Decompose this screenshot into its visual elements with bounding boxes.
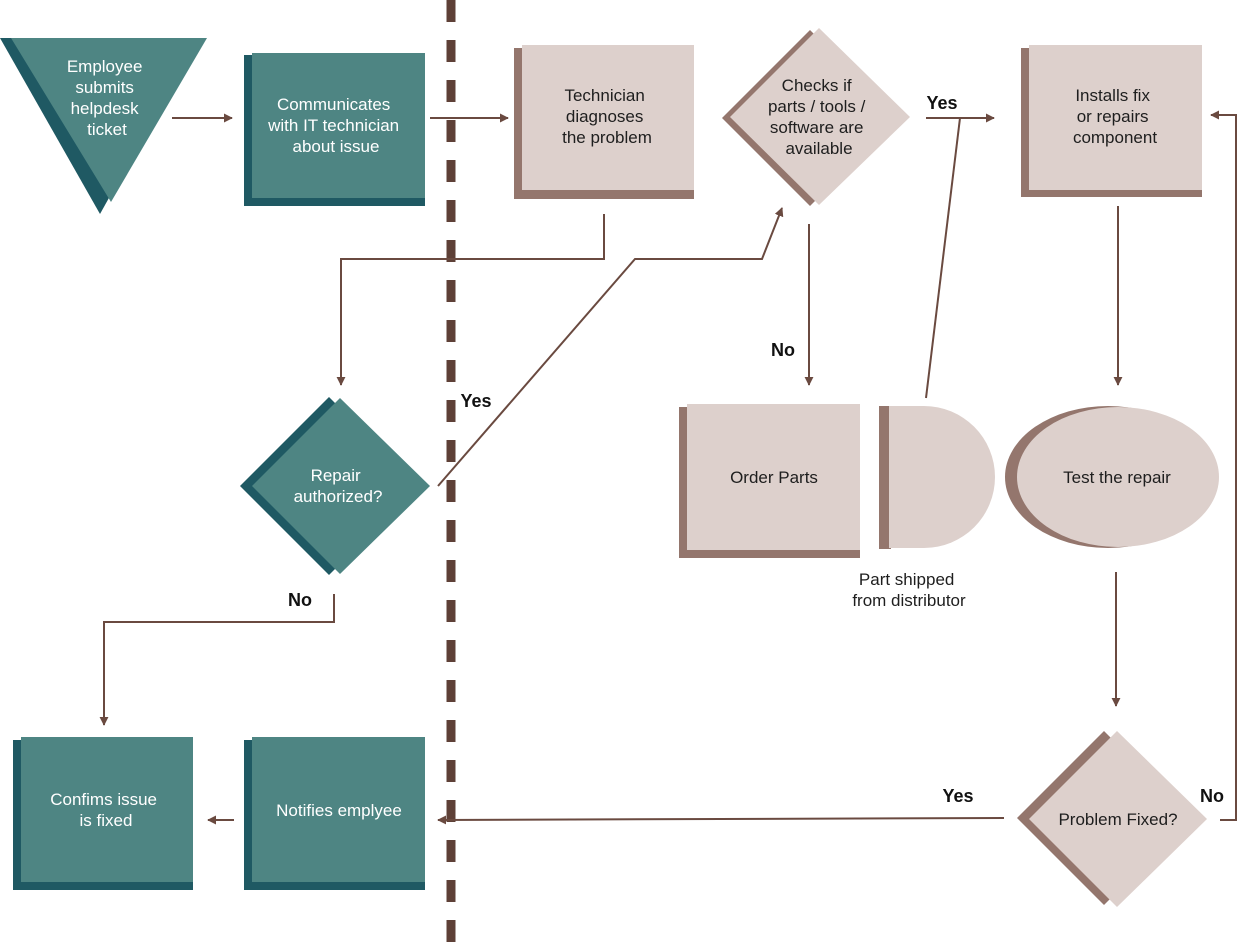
check-parts-node: Checks if parts / tools / software are a… <box>722 28 910 206</box>
arrow-shipped-to-install <box>925 117 961 399</box>
arrow-diagnose-to-authorized <box>336 214 605 386</box>
notify-employee-label: Notifies emplyee <box>276 801 402 820</box>
arrow-authorized-yes-to-check <box>437 207 784 487</box>
install-fix-label: Installs fix or repairs component <box>1073 86 1157 147</box>
delay-shape <box>889 406 995 548</box>
install-fix-node: Installs fix or repairs component <box>1021 45 1202 197</box>
edge-label-yes-fixed: Yes <box>942 786 973 806</box>
communicate-label: Communicates with IT technician about is… <box>267 95 404 156</box>
problem-fixed-label: Problem Fixed? <box>1058 810 1177 829</box>
repair-authorized-label: Repair authorized? <box>294 466 383 506</box>
arrow-authorized-no-to-confirm <box>99 594 335 726</box>
communicate-node: Communicates with IT technician about is… <box>244 53 425 206</box>
part-shipped-label: Part shipped from distributor <box>852 570 966 610</box>
repair-authorized-node: Repair authorized? <box>240 397 430 575</box>
arrow-fixed-no-to-install <box>1210 110 1237 821</box>
edge-label-yes-authorized: Yes <box>460 391 491 411</box>
problem-fixed-node: Problem Fixed? <box>1017 731 1207 907</box>
submit-ticket-label: Employee submits helpdesk ticket <box>67 57 147 139</box>
confirm-fixed-label: Confims issue is fixed <box>50 790 162 830</box>
edge-label-no-fixed: No <box>1200 786 1224 806</box>
notify-employee-node: Notifies emplyee <box>244 737 425 890</box>
test-repair-label: Test the repair <box>1063 468 1171 487</box>
diagnose-label: Technician diagnoses the problem <box>562 86 652 147</box>
order-parts-node: Order Parts <box>679 404 860 558</box>
part-shipped-node <box>879 406 995 549</box>
check-parts-label: Checks if parts / tools / software are a… <box>768 76 870 158</box>
edge-label-yes-parts: Yes <box>926 93 957 113</box>
triangle-shape <box>11 38 207 202</box>
submit-ticket-node: Employee submits helpdesk ticket <box>0 38 207 214</box>
edge-label-no-authorized: No <box>288 590 312 610</box>
delay-shape-shadow <box>879 406 891 549</box>
edge-label-no-parts: No <box>771 340 795 360</box>
test-repair-node: Test the repair <box>1005 406 1219 548</box>
order-parts-label: Order Parts <box>730 468 818 487</box>
arrow-fixed-yes-to-notify <box>437 815 1005 825</box>
confirm-fixed-node: Confims issue is fixed <box>13 737 193 890</box>
diagnose-node: Technician diagnoses the problem <box>514 45 694 199</box>
